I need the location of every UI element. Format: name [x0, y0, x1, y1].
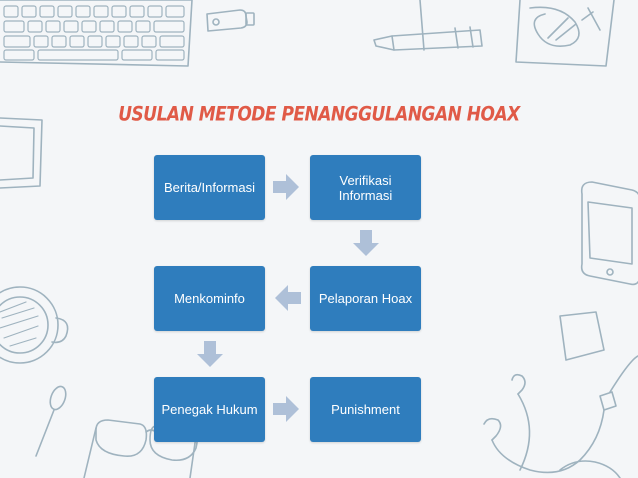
arrow-down-icon	[353, 230, 379, 256]
box-punishment: Punishment	[310, 377, 421, 442]
box-pelaporan-hoax: Pelaporan Hoax	[310, 266, 421, 331]
notebook-icon	[419, 0, 615, 67]
pen-icon	[373, 26, 483, 51]
box-label: Pelaporan Hoax	[318, 291, 413, 306]
arrow-right-icon	[273, 396, 299, 422]
box-penegak-hukum: Penegak Hukum	[154, 377, 265, 442]
sticky-note-icon	[559, 311, 605, 361]
arrow-down-icon	[197, 341, 223, 367]
box-label: Punishment	[331, 402, 400, 417]
earphones-icon	[483, 355, 638, 478]
arrow-right-icon	[273, 174, 299, 200]
coffee-cup-icon	[0, 286, 69, 364]
box-label: Verifikasi Informasi	[338, 172, 393, 203]
box-label: Menkominfo	[174, 291, 245, 306]
box-berita-informasi: Berita/Informasi	[154, 155, 265, 220]
phone-icon	[580, 181, 638, 286]
keyboard-icon	[0, 0, 193, 67]
box-label: Berita/Informasi	[163, 180, 256, 195]
spoon-icon	[35, 385, 67, 457]
arrow-left-icon	[275, 285, 301, 311]
box-menkominfo: Menkominfo	[154, 266, 265, 331]
usb-drive-icon	[206, 9, 255, 32]
box-verifikasi-informasi: Verifikasi Informasi	[310, 155, 421, 220]
tablet-icon	[0, 117, 43, 189]
box-label: Penegak Hukum	[161, 402, 258, 417]
page-title: USULAN METODE PENANGGULANGAN HOAX	[118, 103, 520, 126]
